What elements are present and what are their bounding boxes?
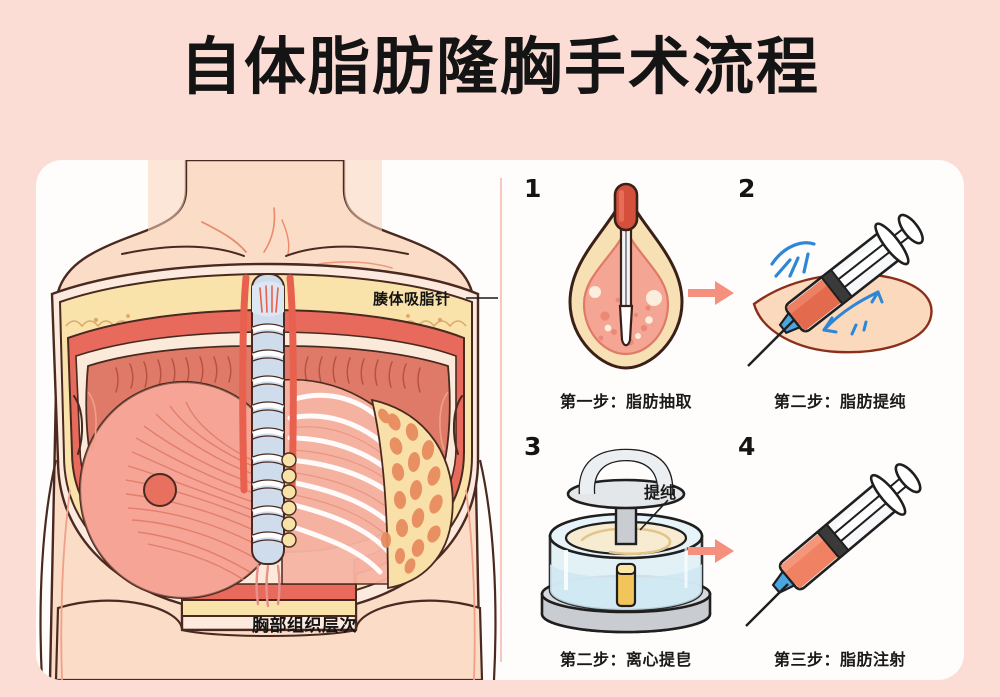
label-lipo-needle: 腠体吸脂针 xyxy=(373,290,451,308)
fat-tissue-cannula-icon xyxy=(518,180,734,378)
centrifuge-icon xyxy=(518,438,734,636)
step-number-4: 4 xyxy=(738,432,756,461)
page-title: 自体脂肪隆胸手术流程 xyxy=(179,30,820,103)
step-caption-4: 第三步：脂肪注射 xyxy=(773,650,906,669)
step-number-2: 2 xyxy=(738,174,756,203)
step-caption-3: 第二步：离心提皀 xyxy=(559,650,692,669)
arrow-right-icon-1 xyxy=(688,280,734,306)
step-number-1: 1 xyxy=(524,174,542,203)
arrow-right-icon-2 xyxy=(688,538,734,564)
syringe-injection-icon xyxy=(732,438,948,636)
step-caption-2: 第二步：脂肪提纯 xyxy=(773,392,906,411)
step-number-3: 3 xyxy=(524,432,542,461)
step-card-4[interactable]: 4 xyxy=(732,432,948,680)
step-card-2[interactable]: 2 xyxy=(732,174,948,430)
steps-panel: 1 xyxy=(500,160,964,680)
purify-label: 提纯 xyxy=(644,483,677,502)
chest-anatomy-cross-section xyxy=(36,160,500,680)
step-caption-1: 第一步：脂肪抽取 xyxy=(559,392,692,411)
syringe-aspiration-icon xyxy=(732,180,948,378)
content-card: 1 xyxy=(36,160,964,680)
label-tissue-layers: 胸部组织层次 xyxy=(252,616,357,636)
step-card-1[interactable]: 1 xyxy=(518,174,734,430)
panel-divider xyxy=(500,178,502,662)
step-card-3[interactable]: 3 xyxy=(518,432,734,680)
